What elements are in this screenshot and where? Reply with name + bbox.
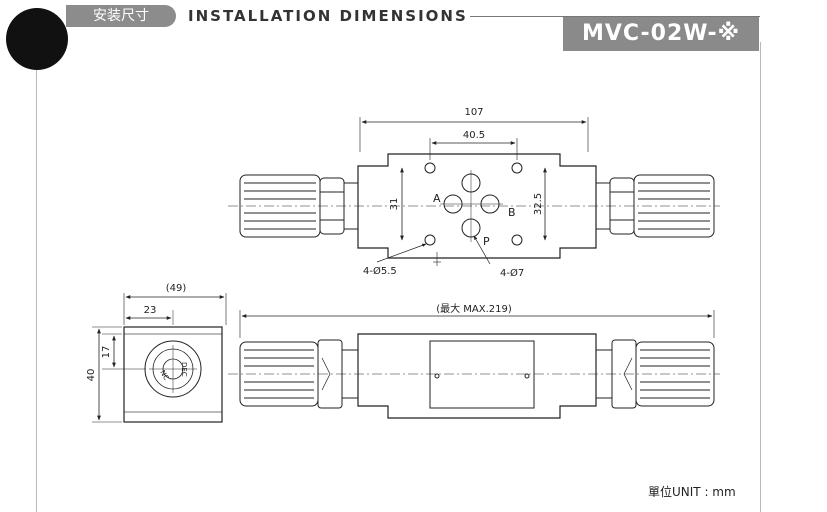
cn-title-tab: 安装尺寸 (66, 5, 176, 27)
frame-left-border (36, 42, 37, 512)
model-label: MVC-02W-※ (563, 17, 759, 51)
dim-height-17: 17 (101, 346, 112, 359)
frame-right-border (760, 42, 761, 512)
front-view (228, 310, 720, 419)
dim-knob-offset: 23 (144, 305, 157, 316)
dim-height-left: 31 (389, 198, 400, 211)
port-label-a: A (433, 192, 441, 205)
dim-overall-height: (49) (166, 283, 187, 294)
side-view (92, 293, 227, 423)
knob-label-nc: NC (158, 369, 170, 382)
valve-body-front (357, 333, 597, 419)
port-label-b: B (508, 206, 516, 219)
name-plate (429, 340, 535, 409)
top-view (228, 117, 720, 266)
dim-port-holes: 4-Ø7 (500, 267, 524, 279)
port-label-p: P (483, 235, 490, 248)
valve-body-top (357, 153, 597, 259)
unit-label: 單位UNIT : mm (648, 485, 736, 499)
dim-bolt-holes: 4-Ø5.5 (363, 265, 397, 277)
left-coil-top (239, 174, 359, 238)
dim-port-spacing: 40.5 (463, 130, 485, 141)
right-coil-top (595, 174, 715, 238)
header-rule (470, 16, 760, 17)
dim-height-40: 40 (86, 369, 97, 382)
knob-label-dec: DEC (180, 362, 188, 377)
dim-height-right: 32.5 (533, 193, 544, 215)
corner-badge (6, 8, 68, 70)
dim-overall-width: 107 (464, 107, 483, 118)
section-title: INSTALLATION DIMENSIONS (188, 7, 468, 25)
dim-max-length: (最大 MAX.219) (436, 302, 512, 315)
